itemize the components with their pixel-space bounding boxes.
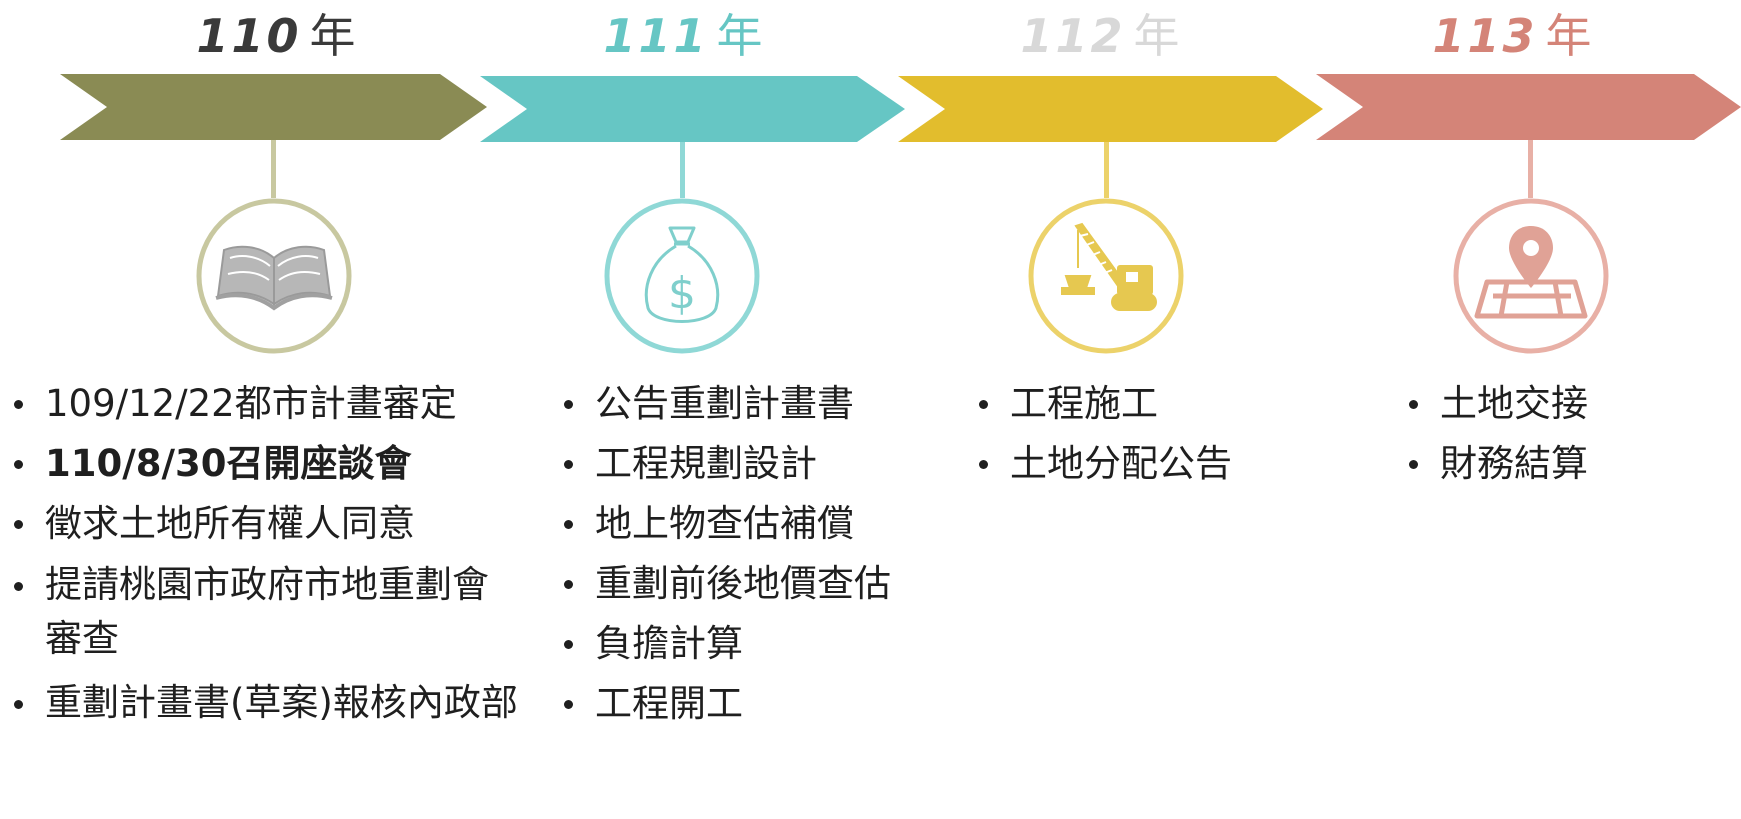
stage-icon-113 (1451, 196, 1611, 356)
list-item: 徵求土地所有權人同意 (10, 494, 540, 554)
stage-110-items: 109/12/22都市計畫審定 110/8/30召開座談會 徵求土地所有權人同意… (10, 374, 540, 740)
year-number: 111 (603, 9, 709, 63)
year-number: 110 (196, 9, 302, 63)
year-number: 113 (1432, 9, 1538, 63)
list-item: 負擔計算 (560, 614, 980, 674)
year-unit: 年 (309, 9, 356, 63)
list-item: 工程施工 (975, 374, 1305, 434)
connector-113 (1528, 140, 1533, 198)
year-unit: 年 (1133, 9, 1180, 63)
chevron-111 (480, 76, 905, 142)
list-item: 工程規劃設計 (560, 434, 980, 494)
list-item: 提請桃園市政府市地重劃會審查 (10, 558, 525, 666)
stage-icon-112 (1026, 196, 1186, 356)
list-item: 土地交接 (1405, 374, 1735, 434)
list-item: 重劃前後地價查估 (560, 554, 980, 614)
money-bag-icon: $ (604, 198, 760, 354)
list-item: 109/12/22都市計畫審定 (10, 374, 540, 434)
list-item: 工程開工 (560, 674, 980, 734)
list-item: 110/8/30召開座談會 (10, 434, 540, 494)
list-item: 財務結算 (1405, 434, 1735, 494)
stage-113-items: 土地交接 財務結算 (1405, 374, 1735, 494)
svg-text:$: $ (668, 268, 696, 319)
list-item: 重劃計畫書(草案)報核內政部 (10, 676, 525, 730)
connector-112 (1104, 142, 1109, 198)
stage-icon-110 (194, 196, 354, 356)
year-unit: 年 (716, 9, 763, 63)
stage-111-items: 公告重劃計畫書 工程規劃設計 地上物查估補償 重劃前後地價查估 負擔計算 工程開… (560, 374, 980, 734)
open-book-icon (196, 198, 352, 354)
chevron-110 (60, 74, 487, 140)
list-item: 土地分配公告 (975, 434, 1305, 494)
stage-112-items: 工程施工 土地分配公告 (975, 374, 1305, 494)
connector-110 (271, 140, 276, 198)
list-item: 地上物查估補償 (560, 494, 980, 554)
year-number: 112 (1020, 9, 1126, 63)
chevron-113 (1316, 74, 1741, 140)
map-pin-icon (1453, 198, 1609, 354)
year-unit: 年 (1545, 9, 1592, 63)
stage-icon-111: $ (602, 196, 762, 356)
chevron-112 (898, 76, 1323, 142)
connector-111 (680, 142, 685, 198)
crane-icon (1028, 198, 1184, 354)
list-item: 公告重劃計畫書 (560, 374, 980, 434)
